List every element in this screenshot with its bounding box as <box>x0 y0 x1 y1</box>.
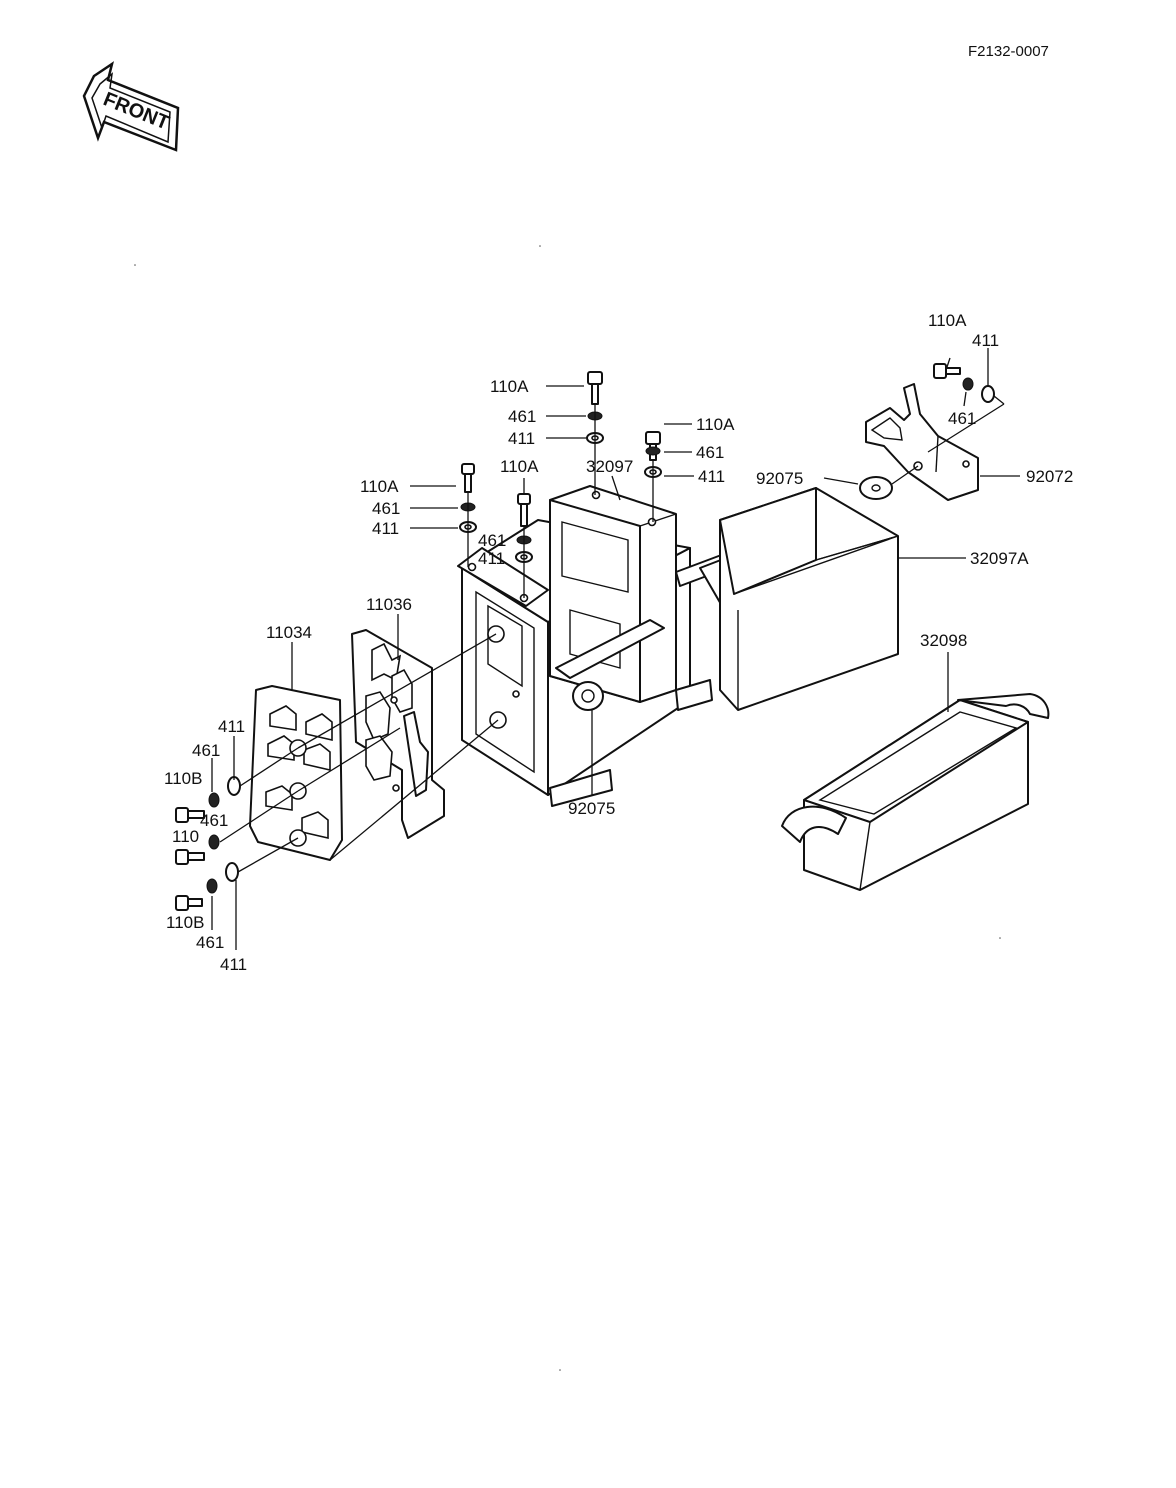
battery-tray-32097A <box>719 487 899 711</box>
callout-label: 110A <box>696 415 735 434</box>
callout-label: 411 <box>508 429 535 448</box>
callout-label: 411 <box>972 331 999 350</box>
holder-plate-11034 <box>249 685 343 861</box>
callout-label: 461 <box>372 499 400 518</box>
callout-label: 110A <box>928 311 967 330</box>
callout-label: 461 <box>948 409 976 428</box>
callout-label: 110A <box>490 377 529 396</box>
callout-label: 110A <box>360 477 399 496</box>
callout-label: 411 <box>372 519 399 538</box>
callout-label: 461 <box>696 443 724 462</box>
callout-label: 92075 <box>756 469 803 488</box>
callout-label: 32098 <box>920 631 967 650</box>
assembly-lines <box>211 348 1020 950</box>
battery-case-32097 <box>457 485 747 807</box>
callout-label: 110B <box>164 769 202 788</box>
callout-label: 461 <box>508 407 536 426</box>
callout-label: 32097 <box>586 457 633 476</box>
callout-label: 110A <box>500 457 539 476</box>
callout-label: 461 <box>478 531 506 550</box>
callout-label: 92075 <box>568 799 615 818</box>
battery-cover-32098 <box>781 693 1050 891</box>
callout-label: 11034 <box>266 623 312 642</box>
callout-label: 461 <box>192 741 220 760</box>
callout-label: 461 <box>196 933 224 952</box>
callout-label: 110B <box>166 913 204 932</box>
scan-specks <box>134 245 1001 1371</box>
callout-label: 110 <box>172 827 199 846</box>
callout-label: 411 <box>698 467 725 486</box>
callout-label: 461 <box>200 811 228 830</box>
callout-label: 411 <box>478 549 505 568</box>
front-direction-badge: FRONT <box>82 61 180 152</box>
callout-label: 92072 <box>1026 467 1073 486</box>
holder-plate-11036 <box>351 629 445 839</box>
bracket-92072 <box>859 383 979 501</box>
callout-label: 411 <box>218 717 245 736</box>
callout-labels: 110A 461 411 110A 461 411 110A 461 411 1… <box>164 311 1073 974</box>
callout-label: 32097A <box>970 549 1029 568</box>
figure-code: F2132-0007 <box>968 43 1049 60</box>
callout-label: 411 <box>220 955 247 974</box>
callout-label: 11036 <box>366 595 412 614</box>
